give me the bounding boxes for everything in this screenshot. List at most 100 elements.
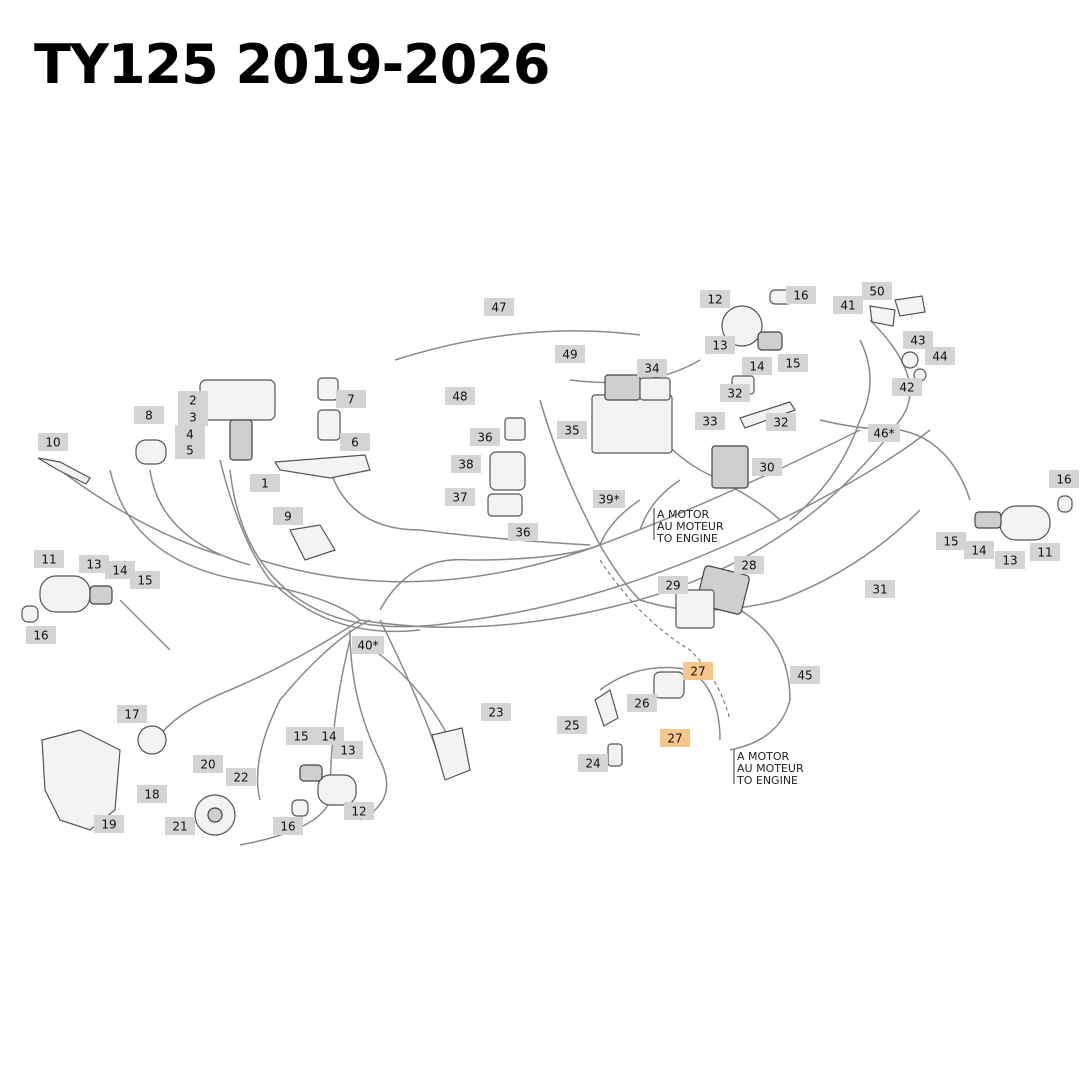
- callout-1: 1: [250, 474, 280, 492]
- callout-number: 4: [186, 428, 194, 442]
- callout-number: 10: [45, 436, 60, 450]
- callout-number: 47: [491, 301, 506, 315]
- callout-16: 16: [1049, 470, 1079, 488]
- callout-44: 44: [925, 347, 955, 365]
- callout-box: [936, 532, 966, 550]
- callout-box: [250, 474, 280, 492]
- callout-8: 8: [134, 406, 164, 424]
- callout-number: 24: [585, 757, 600, 771]
- callout-47: 47: [484, 298, 514, 316]
- callout-number: 25: [564, 719, 579, 733]
- callout-box: [445, 488, 475, 506]
- callout-box: [94, 815, 124, 833]
- callout-number: 13: [712, 339, 727, 353]
- callout-28: 28: [734, 556, 764, 574]
- callout-box: [865, 580, 895, 598]
- callout-34: 34: [637, 359, 667, 377]
- callout-number: 1: [261, 477, 269, 491]
- callout-box: [484, 298, 514, 316]
- callout-box: [742, 357, 772, 375]
- callout-number: 30: [759, 461, 774, 475]
- component-parts: [21, 289, 1073, 836]
- callout-41: 41: [833, 296, 863, 314]
- callout-number: 19: [101, 818, 116, 832]
- callout-22: 22: [226, 768, 256, 786]
- callout-17: 17: [117, 705, 147, 723]
- callout-number: 9: [284, 510, 292, 524]
- callout-box: [862, 282, 892, 300]
- callout-box: [451, 455, 481, 473]
- engine-note-line-2: AU MOTEUR: [737, 762, 804, 775]
- page-title: TY125 2019-2026: [34, 33, 550, 96]
- callout-box: [508, 523, 538, 541]
- callout-9: 9: [273, 507, 303, 525]
- callout-box: [720, 384, 750, 402]
- callout-box: [193, 755, 223, 773]
- callout-number: 15: [785, 357, 800, 371]
- engine-note-line-1: A MOTOR: [737, 750, 790, 763]
- callout-number: 41: [840, 299, 855, 313]
- callout-26: 26: [627, 694, 657, 712]
- callout-25: 25: [557, 716, 587, 734]
- callout-number: 2: [189, 394, 197, 408]
- callout-box: [766, 413, 796, 431]
- callout-number: 11: [1037, 546, 1052, 560]
- callout-number: 32: [727, 387, 742, 401]
- callout-18: 18: [137, 785, 167, 803]
- callout-box: [778, 354, 808, 372]
- callout-11: 11: [1030, 543, 1060, 561]
- callout-box: [175, 425, 205, 443]
- callout-number: 32: [773, 416, 788, 430]
- callout-15: 15: [936, 532, 966, 550]
- callout-number: 8: [145, 409, 153, 423]
- callout-number: 18: [144, 788, 159, 802]
- callout-box: [178, 408, 208, 426]
- callout-16: 16: [26, 626, 56, 644]
- callout-38: 38: [451, 455, 481, 473]
- callout-number: 6: [351, 436, 359, 450]
- callout-number: 22: [233, 771, 248, 785]
- callout-number: 16: [33, 629, 48, 643]
- engine-note-bottom: A MOTOR AU MOTEUR TO ENGINE: [733, 750, 804, 787]
- callout-36: 36: [470, 428, 500, 446]
- callout-number: 36: [477, 431, 492, 445]
- callout-box: [658, 576, 688, 594]
- callout-16: 16: [786, 286, 816, 304]
- callout-number: 46*: [873, 427, 894, 441]
- callout-number: 33: [702, 415, 717, 429]
- callout-box: [178, 391, 208, 409]
- callout-box: [1030, 543, 1060, 561]
- callout-43: 43: [903, 331, 933, 349]
- callout-number: 3: [189, 411, 197, 425]
- callout-number: 14: [749, 360, 764, 374]
- callout-32: 32: [720, 384, 750, 402]
- callout-box: [336, 390, 366, 408]
- callout-number: 42: [899, 381, 914, 395]
- callout-box: [79, 555, 109, 573]
- callout-number: 40*: [357, 639, 378, 653]
- callout-48: 48: [445, 387, 475, 405]
- callout-box: [38, 433, 68, 451]
- callout-number: 14: [321, 730, 336, 744]
- callout-box: [314, 727, 344, 745]
- callout-box: [273, 817, 303, 835]
- callout-number: 20: [200, 758, 215, 772]
- callout-number: 5: [186, 444, 194, 458]
- callout-number: 37: [452, 491, 467, 505]
- callout-number: 13: [86, 558, 101, 572]
- callout-number: 17: [124, 708, 139, 722]
- callout-number: 14: [112, 564, 127, 578]
- callout-box: [470, 428, 500, 446]
- callout-box: [637, 359, 667, 377]
- callout-21: 21: [165, 817, 195, 835]
- engine-note-line-1: A MOTOR: [657, 508, 710, 521]
- callout-number: 31: [872, 583, 887, 597]
- callout-number: 15: [293, 730, 308, 744]
- callout-box: [593, 490, 625, 508]
- callout-box: [790, 666, 820, 684]
- callout-number: 39*: [598, 493, 619, 507]
- callout-box: [481, 703, 511, 721]
- callout-box: [892, 378, 922, 396]
- engine-note-line-3: TO ENGINE: [736, 774, 798, 787]
